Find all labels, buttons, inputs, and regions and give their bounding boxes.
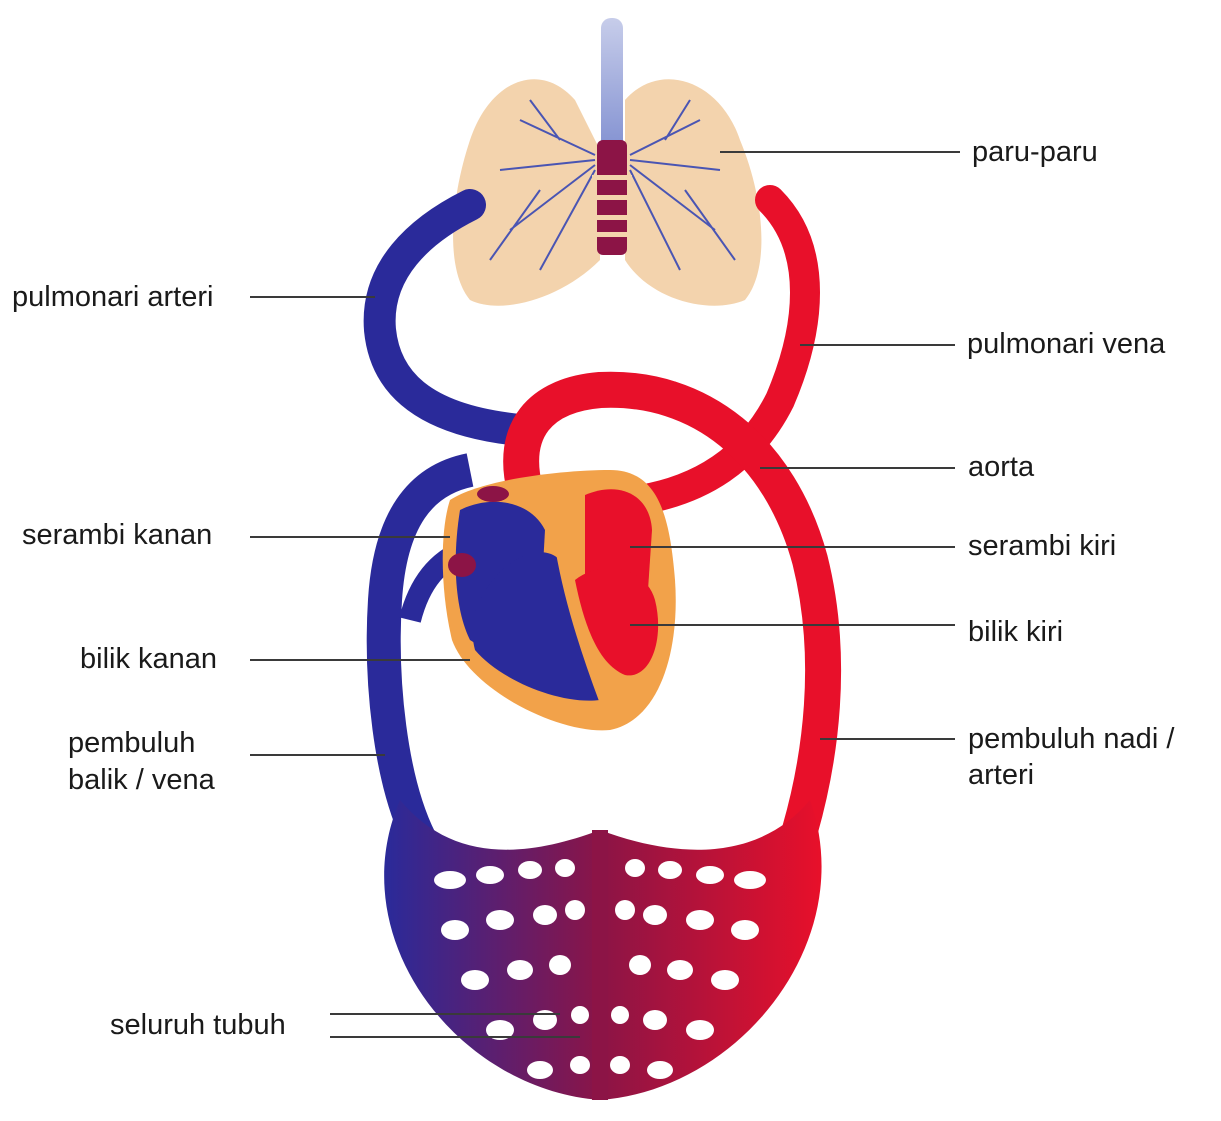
leader-serambi-kiri bbox=[630, 546, 955, 548]
body-capillaries bbox=[384, 800, 821, 1100]
leader-pulmonari-arteri bbox=[250, 296, 375, 298]
leader-seluruh-tubuh-1 bbox=[330, 1013, 560, 1015]
label-bilik-kiri: bilik kiri bbox=[968, 615, 1063, 649]
label-pembuluh-balik-2: balik / vena bbox=[68, 763, 215, 797]
leader-pulmonari-vena bbox=[800, 344, 955, 346]
label-aorta: aorta bbox=[968, 450, 1034, 484]
label-serambi-kanan: serambi kanan bbox=[22, 518, 212, 552]
right-lung bbox=[625, 79, 761, 306]
leader-seluruh-tubuh-2 bbox=[330, 1036, 580, 1038]
label-pembuluh-balik-1: pembuluh bbox=[68, 726, 195, 760]
lungs bbox=[453, 18, 761, 306]
label-pulmonari-arteri: pulmonari arteri bbox=[12, 280, 213, 314]
leader-aorta bbox=[760, 467, 955, 469]
leader-serambi-kanan bbox=[250, 536, 450, 538]
label-pulmonari-vena: pulmonari vena bbox=[967, 327, 1165, 361]
valve-top bbox=[477, 486, 509, 502]
label-bilik-kanan: bilik kanan bbox=[80, 642, 217, 676]
trachea bbox=[601, 18, 623, 158]
leader-bilik-kanan bbox=[250, 659, 470, 661]
leader-pembuluh-balik bbox=[250, 754, 385, 756]
leader-paru-paru bbox=[720, 151, 960, 153]
label-serambi-kiri: serambi kiri bbox=[968, 529, 1116, 563]
label-pembuluh-nadi-2: arteri bbox=[968, 758, 1034, 792]
label-seluruh-tubuh: seluruh tubuh bbox=[110, 1008, 286, 1042]
label-paru-paru: paru-paru bbox=[972, 135, 1098, 169]
heart bbox=[443, 470, 676, 730]
leader-bilik-kiri bbox=[630, 624, 955, 626]
leader-pembuluh-nadi bbox=[820, 738, 955, 740]
valve-right bbox=[448, 553, 476, 577]
label-pembuluh-nadi-1: pembuluh nadi / bbox=[968, 722, 1174, 756]
